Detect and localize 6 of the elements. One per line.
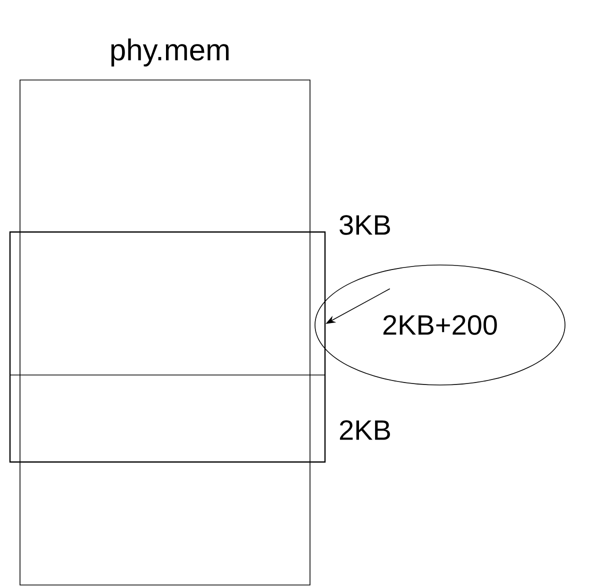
node-label: phy.mem bbox=[111, 38, 229, 66]
circled-note: 2KB+200 bbox=[314, 264, 566, 386]
address-label: 3KB bbox=[340, 215, 390, 235]
memory-block: phy.mem bbox=[20, 38, 310, 586]
frame-box bbox=[9, 231, 326, 463]
address-label: 2KB bbox=[340, 420, 390, 440]
